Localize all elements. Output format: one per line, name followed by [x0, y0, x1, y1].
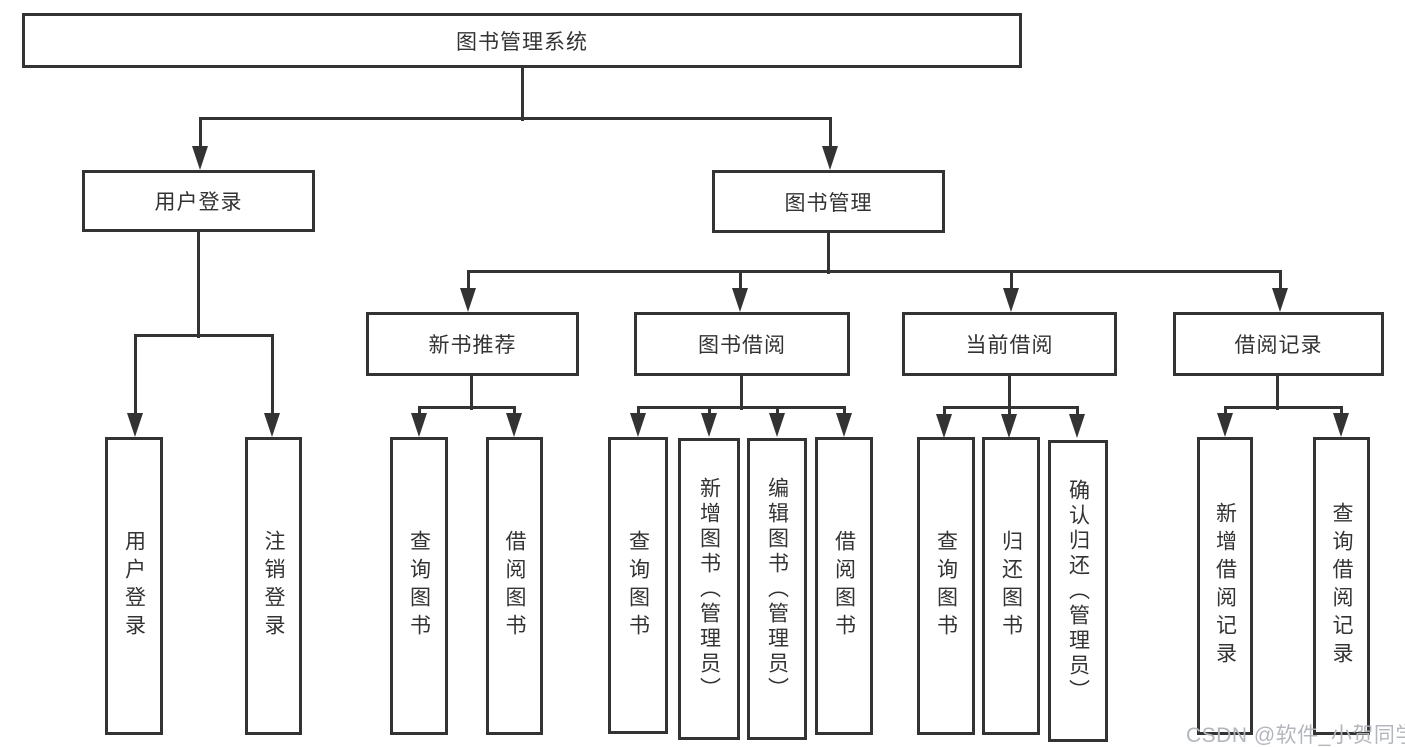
arrow-down-icon [127, 413, 143, 437]
node-book-management: 图书管理 [712, 170, 945, 233]
connector-line-horizontal [636, 405, 846, 409]
connector-line-vertical [196, 232, 200, 338]
arrow-down-icon [630, 413, 646, 437]
connector-line-horizontal [133, 333, 274, 337]
connector-line-stub [133, 333, 137, 418]
connector-line-stub [466, 269, 470, 293]
connector-line-horizontal [1223, 405, 1343, 409]
node-new-book-recommend: 新书推荐 [366, 312, 579, 376]
connector-line-stub [1223, 405, 1227, 418]
node-current-borrowing: 当前借阅 [902, 312, 1117, 376]
connector-line-stub [842, 405, 846, 418]
connector-line-vertical [469, 376, 473, 410]
connector-line-stub [828, 116, 832, 151]
connector-line-stub [1278, 269, 1282, 293]
csdn-watermark: CSDN @软件_小贺同学 [1186, 724, 1405, 747]
leaf-borrow-books-recommend: 借阅图书 [486, 437, 543, 735]
node-book-borrowing: 图书借阅 [634, 312, 850, 376]
connector-line-stub [198, 116, 202, 151]
leaf-query-books-borrow: 查询图书 [608, 437, 668, 734]
leaf-confirm-return-admin: 确认归还（管理员） [1048, 440, 1108, 742]
connector-line-stub [1009, 269, 1013, 293]
arrow-down-icon [411, 413, 427, 437]
connector-line-stub [636, 405, 640, 418]
connector-line-vertical [826, 233, 830, 274]
arrow-down-icon [1217, 413, 1233, 437]
connector-line-stub [707, 405, 711, 418]
connector-line-stub [942, 405, 946, 419]
arrow-down-icon [1272, 288, 1288, 312]
leaf-query-borrow-record: 查询借阅记录 [1313, 437, 1370, 735]
arrow-down-icon [1333, 413, 1349, 437]
connector-line-vertical [1275, 376, 1279, 410]
leaf-add-borrow-record: 新增借阅记录 [1197, 437, 1253, 735]
connector-line-stub [1075, 405, 1079, 419]
connector-line-horizontal [942, 405, 1079, 409]
leaf-borrow-books: 借阅图书 [815, 437, 873, 735]
leaf-return-books: 归还图书 [982, 437, 1040, 735]
leaf-logout: 注销登录 [245, 437, 302, 735]
connector-line-stub [738, 269, 742, 293]
arrow-down-icon [701, 413, 717, 437]
arrow-down-icon [506, 413, 522, 437]
node-library-management-system: 图书管理系统 [22, 13, 1022, 68]
arrow-down-icon [732, 288, 748, 312]
leaf-user-login: 用户登录 [105, 437, 163, 735]
connector-line-horizontal [466, 269, 1282, 273]
arrow-down-icon [936, 414, 952, 438]
leaf-add-books-admin: 新增图书（管理员） [678, 438, 740, 740]
connector-line-stub [1007, 405, 1011, 419]
node-user-login: 用户登录 [82, 170, 315, 232]
connector-line-stub [775, 405, 779, 418]
arrow-down-icon [1001, 414, 1017, 438]
connector-line-stub [417, 405, 421, 418]
arrow-down-icon [1069, 414, 1085, 438]
connector-line-horizontal [198, 116, 832, 120]
connector-line-vertical [1007, 376, 1011, 410]
arrow-down-icon [1003, 288, 1019, 312]
connector-line-vertical [520, 68, 524, 121]
connector-line-horizontal [417, 405, 516, 409]
node-borrow-records: 借阅记录 [1173, 312, 1384, 376]
leaf-query-books-current: 查询图书 [917, 437, 975, 735]
connector-line-stub [1339, 405, 1343, 418]
arrow-down-icon [822, 146, 838, 170]
arrow-down-icon [460, 288, 476, 312]
arrow-down-icon [192, 146, 208, 170]
arrow-down-icon [264, 413, 280, 437]
arrow-down-icon [769, 413, 785, 437]
leaf-edit-books-admin: 编辑图书（管理员） [747, 438, 807, 740]
connector-line-vertical [739, 376, 743, 410]
connector-line-stub [270, 333, 274, 418]
connector-line-stub [512, 405, 516, 418]
leaf-query-books-recommend: 查询图书 [390, 437, 448, 735]
arrow-down-icon [836, 413, 852, 437]
